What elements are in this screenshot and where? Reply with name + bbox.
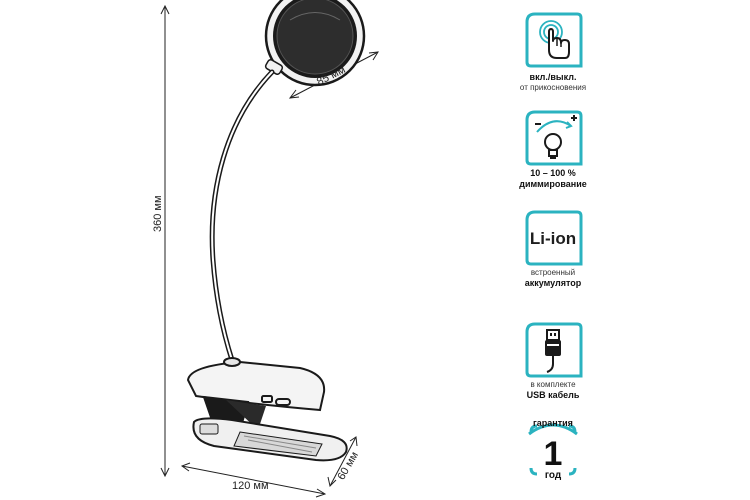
depth-dimension-line bbox=[327, 436, 358, 487]
battery-frame: Li-ion bbox=[523, 208, 583, 268]
feature-dimming: 10 – 100 % диммирование bbox=[512, 108, 594, 190]
liion-label: Li-ion bbox=[529, 229, 577, 248]
touch-caption-main: вкл./выкл. bbox=[529, 72, 577, 82]
dimming-frame bbox=[523, 108, 583, 168]
warranty-number: 1 bbox=[543, 435, 563, 473]
usb-caption-main: USB кабель bbox=[526, 390, 580, 400]
usb-frame bbox=[523, 320, 583, 380]
touch-frame bbox=[523, 10, 583, 70]
gooseneck-arm bbox=[209, 69, 275, 363]
bulb-dimming-icon bbox=[525, 110, 583, 166]
usb-caption-sub: в комплекте bbox=[530, 380, 576, 389]
clamp-base bbox=[186, 357, 348, 462]
touch-caption-sub: от прикосновения bbox=[519, 83, 587, 92]
feature-touch-control: вкл./выкл. от прикосновения bbox=[512, 10, 594, 93]
height-dimension-line bbox=[160, 4, 170, 478]
lamp-head bbox=[264, 0, 366, 87]
width-dimension-line bbox=[180, 462, 327, 498]
battery-caption-main: аккумулятор bbox=[524, 278, 582, 288]
width-dimension-label: 120 мм bbox=[232, 480, 269, 492]
height-dimension-label: 360 мм bbox=[152, 195, 164, 232]
warranty-title: гарантия bbox=[533, 418, 573, 428]
battery-caption-sub: встроенный bbox=[530, 268, 576, 277]
dimming-caption: диммирование bbox=[519, 179, 587, 189]
warranty-frame-icon bbox=[528, 423, 578, 476]
battery-frame-icon bbox=[525, 210, 583, 266]
feature-usb-cable: в комплекте USB кабель bbox=[512, 320, 594, 401]
warranty-badge: гарантия 1 год bbox=[523, 418, 583, 481]
feature-warranty: гарантия 1 год bbox=[512, 418, 594, 481]
warranty-unit: год bbox=[544, 470, 562, 481]
dimming-range: 10 – 100 % bbox=[530, 168, 576, 178]
usb-cable-icon bbox=[525, 322, 583, 378]
feature-battery: Li-ion встроенный аккумулятор bbox=[512, 208, 594, 289]
touch-hand-icon bbox=[525, 12, 583, 68]
